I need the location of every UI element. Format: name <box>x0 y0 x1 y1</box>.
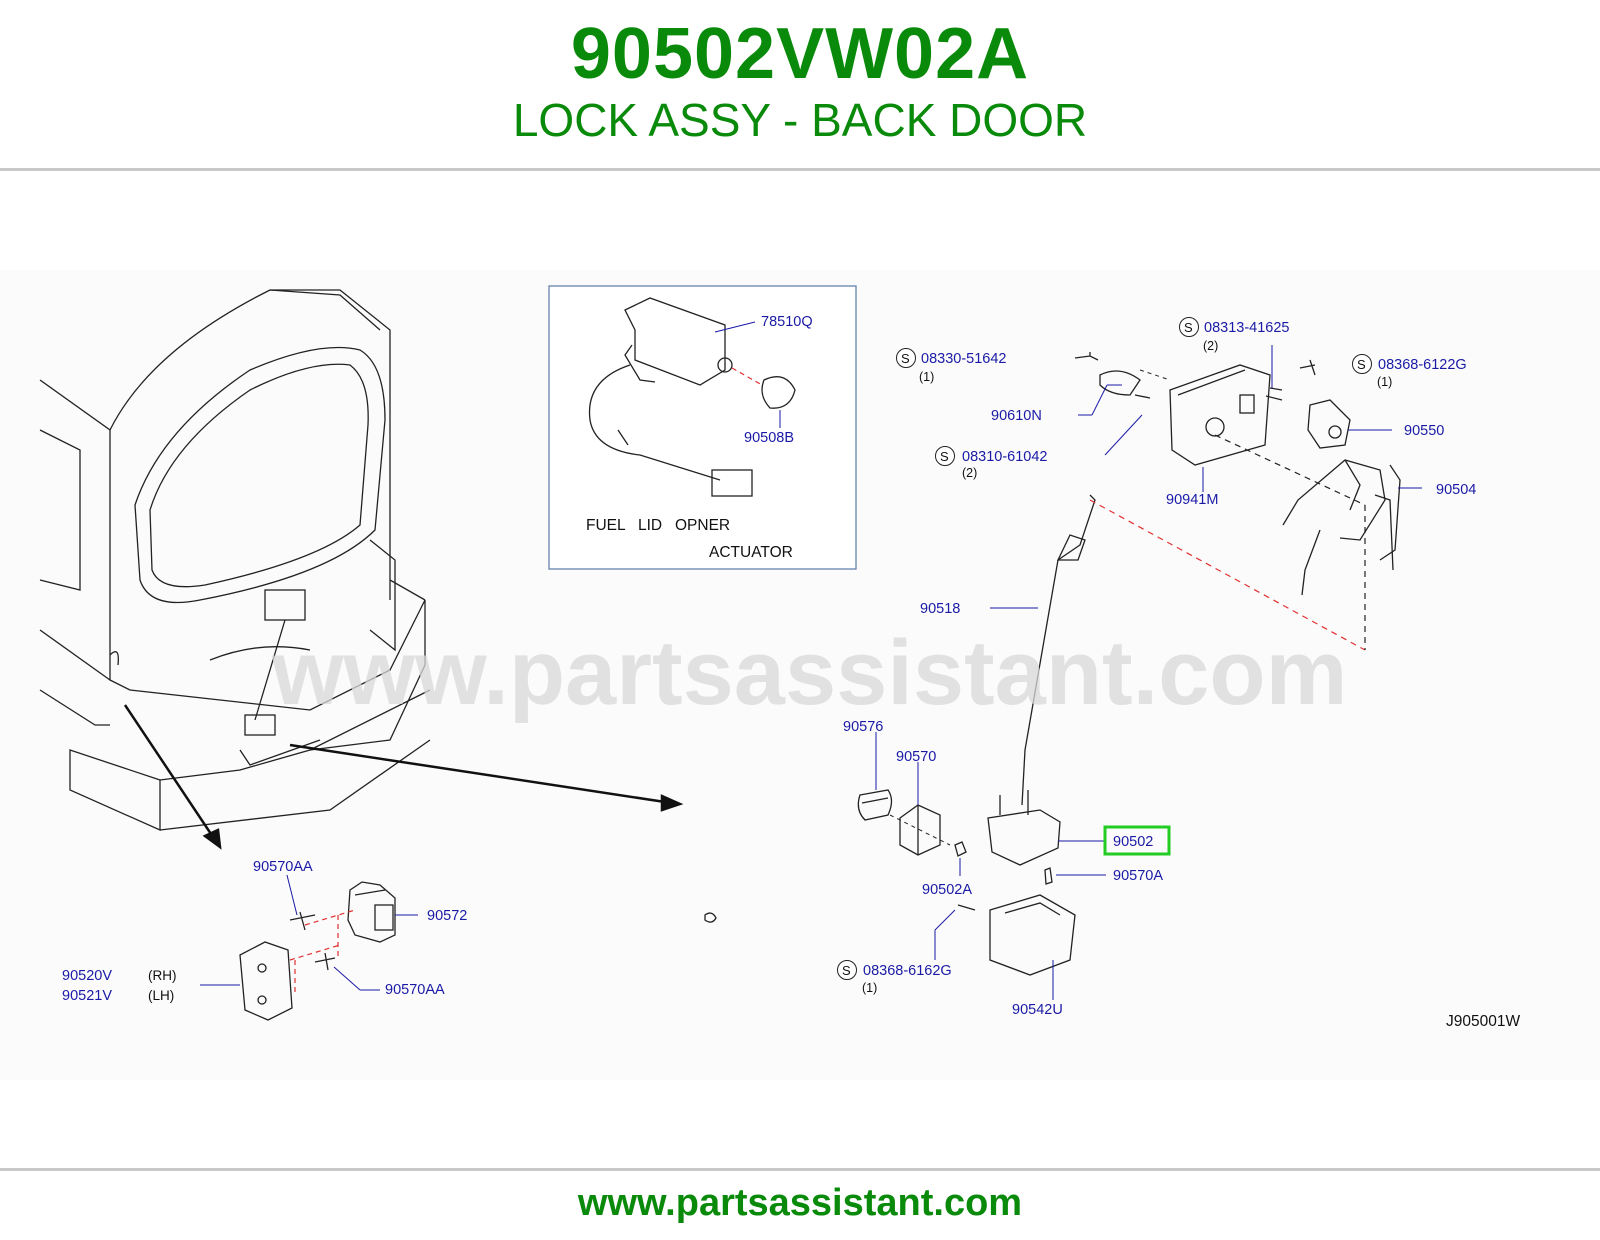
page-header: 90502VW02A LOCK ASSY - BACK DOOR <box>0 0 1600 170</box>
drawing-code: J905001W <box>1446 1013 1520 1030</box>
van-rear-illustration <box>39 289 431 832</box>
inset-caption-line1: FUEL LID OPNER <box>586 517 730 534</box>
label-90504[interactable]: 90504 <box>1436 482 1476 498</box>
diagram-svg: 78510Q 90508B FUEL LID OPNER ACTUATOR <box>0 270 1600 1080</box>
label-08368-6162G[interactable]: 08368-6162G <box>863 963 952 979</box>
s-marker-08368-6122G: S <box>1357 357 1366 372</box>
inset-leaders <box>714 321 781 428</box>
footer-website-link[interactable]: www.partsassistant.com <box>577 1182 1023 1224</box>
highlight-box-90502 <box>1103 825 1171 856</box>
watermark-text: www.partsassistant.com <box>271 622 1347 724</box>
label-90570AA-bottom[interactable]: 90570AA <box>385 982 445 998</box>
label-08330-51642[interactable]: 08330-51642 <box>921 351 1006 367</box>
striker-assembly-drawing <box>239 881 396 1021</box>
s-markers-upper: S S S S <box>896 317 1372 466</box>
fuel-lid-actuator-drawing <box>588 297 796 497</box>
s-marker-08310: S <box>940 449 949 464</box>
striker-dash-lines <box>289 909 356 995</box>
parts-diagram: 78510Q 90508B FUEL LID OPNER ACTUATOR <box>0 270 1600 1080</box>
s-marker-08368-6162G: S <box>842 963 851 978</box>
label-08368-6122G[interactable]: 08368-6122G <box>1378 357 1467 373</box>
label-90518[interactable]: 90518 <box>920 601 960 617</box>
handle-assembly-drawing <box>1074 352 1401 596</box>
label-90502[interactable]: 90502 <box>1113 834 1153 850</box>
inset-caption-line2: ACTUATOR <box>709 544 793 561</box>
fuel-lid-inset-box <box>548 285 857 570</box>
label-90542U[interactable]: 90542U <box>1012 1002 1063 1018</box>
lock-dash-line <box>889 814 951 846</box>
qty-08330: (1) <box>919 370 934 384</box>
upper-leaders <box>990 345 1422 609</box>
label-90502A[interactable]: 90502A <box>922 882 972 898</box>
label-90941M[interactable]: 90941M <box>1166 492 1218 508</box>
footer-divider <box>0 1168 1600 1171</box>
rod-90518 <box>1021 494 1096 806</box>
label-90610N[interactable]: 90610N <box>991 408 1042 424</box>
part-name-subtitle: LOCK ASSY - BACK DOOR <box>512 94 1088 146</box>
handle-dash-line <box>1214 434 1366 506</box>
label-08313-41625[interactable]: 08313-41625 <box>1204 320 1289 336</box>
side-lh: (LH) <box>148 988 174 1003</box>
s-marker-08368-6162G-circle <box>837 960 857 980</box>
label-08310-61042[interactable]: 08310-61042 <box>962 449 1047 465</box>
qty-08368-6122G: (1) <box>1377 375 1392 389</box>
qty-08368-6162G: (1) <box>862 981 877 995</box>
label-90508B[interactable]: 90508B <box>744 430 794 446</box>
label-90576[interactable]: 90576 <box>843 719 883 735</box>
lower-leaders <box>875 732 1106 1000</box>
label-90570A[interactable]: 90570A <box>1113 868 1163 884</box>
side-rh: (RH) <box>148 968 177 983</box>
lock-assembly-drawing <box>704 789 1076 976</box>
s-marker-08330: S <box>901 351 910 366</box>
label-90520V[interactable]: 90520V <box>62 968 112 984</box>
rod-dash-line <box>1089 499 1366 651</box>
inset-dash-line <box>731 367 763 386</box>
label-90572[interactable]: 90572 <box>427 908 467 924</box>
van-arrows <box>123 704 684 850</box>
bracket-dash-line <box>1139 369 1171 381</box>
s-marker-08313: S <box>1184 320 1193 335</box>
label-90521V[interactable]: 90521V <box>62 988 112 1004</box>
qty-08310: (2) <box>962 466 977 480</box>
striker-leaders <box>200 874 418 991</box>
qty-08313: (2) <box>1203 339 1218 353</box>
label-90570AA-top[interactable]: 90570AA <box>253 859 313 875</box>
header-divider <box>0 168 1600 171</box>
label-78510Q[interactable]: 78510Q <box>761 314 813 330</box>
label-90570[interactable]: 90570 <box>896 749 936 765</box>
label-90550[interactable]: 90550 <box>1404 423 1444 439</box>
part-number-title: 90502VW02A <box>570 14 1030 94</box>
